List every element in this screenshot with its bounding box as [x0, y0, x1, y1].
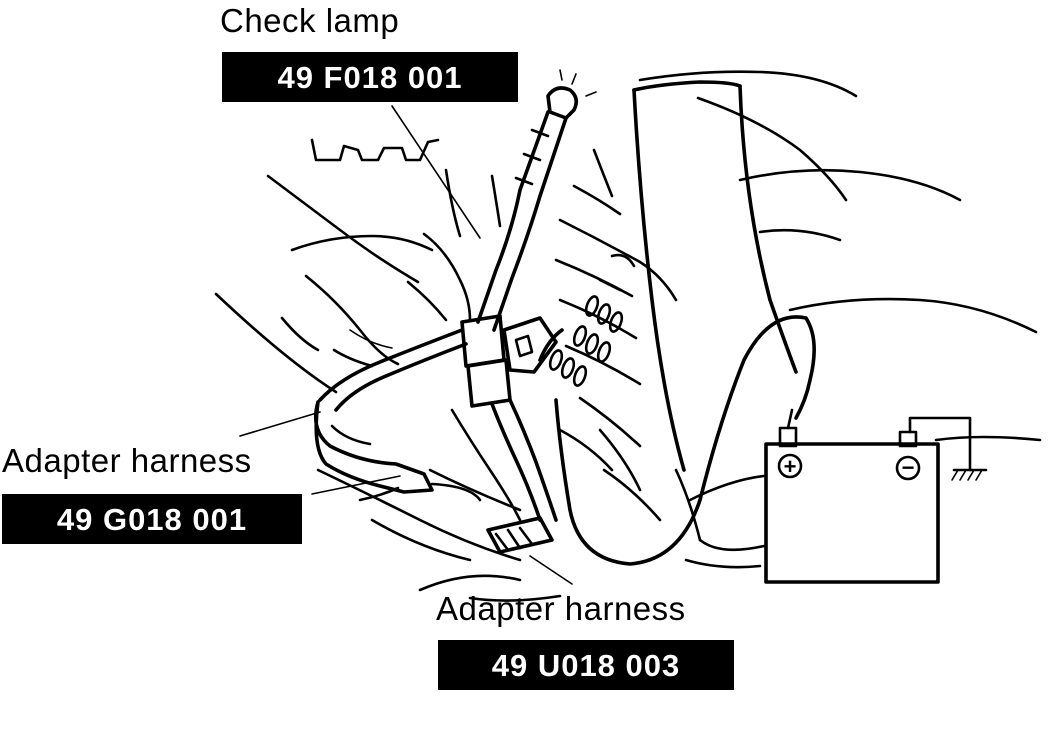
battery-negative-terminal	[895, 455, 921, 481]
check-lamp-assembly	[313, 69, 816, 566]
battery-positive-terminal	[777, 453, 803, 479]
manifold-slots	[548, 253, 636, 387]
adapter-harness-u-title: Adapter harness	[436, 590, 686, 627]
adapter-harness-g-title: Adapter harness	[2, 442, 252, 479]
battery-negative-symbol: −	[902, 455, 915, 480]
adapter-harness-g-part-number: 49 G018 001	[2, 494, 302, 544]
battery-positive-symbol: +	[784, 454, 797, 479]
adapter-harness-u-part-number: 49 U018 003	[438, 640, 734, 690]
battery	[764, 408, 988, 584]
engine-background-lines	[214, 70, 1042, 602]
leader-lines	[239, 105, 573, 585]
check-lamp-title: Check lamp	[220, 2, 400, 39]
check-lamp-part-number: 49 F018 001	[222, 52, 518, 102]
